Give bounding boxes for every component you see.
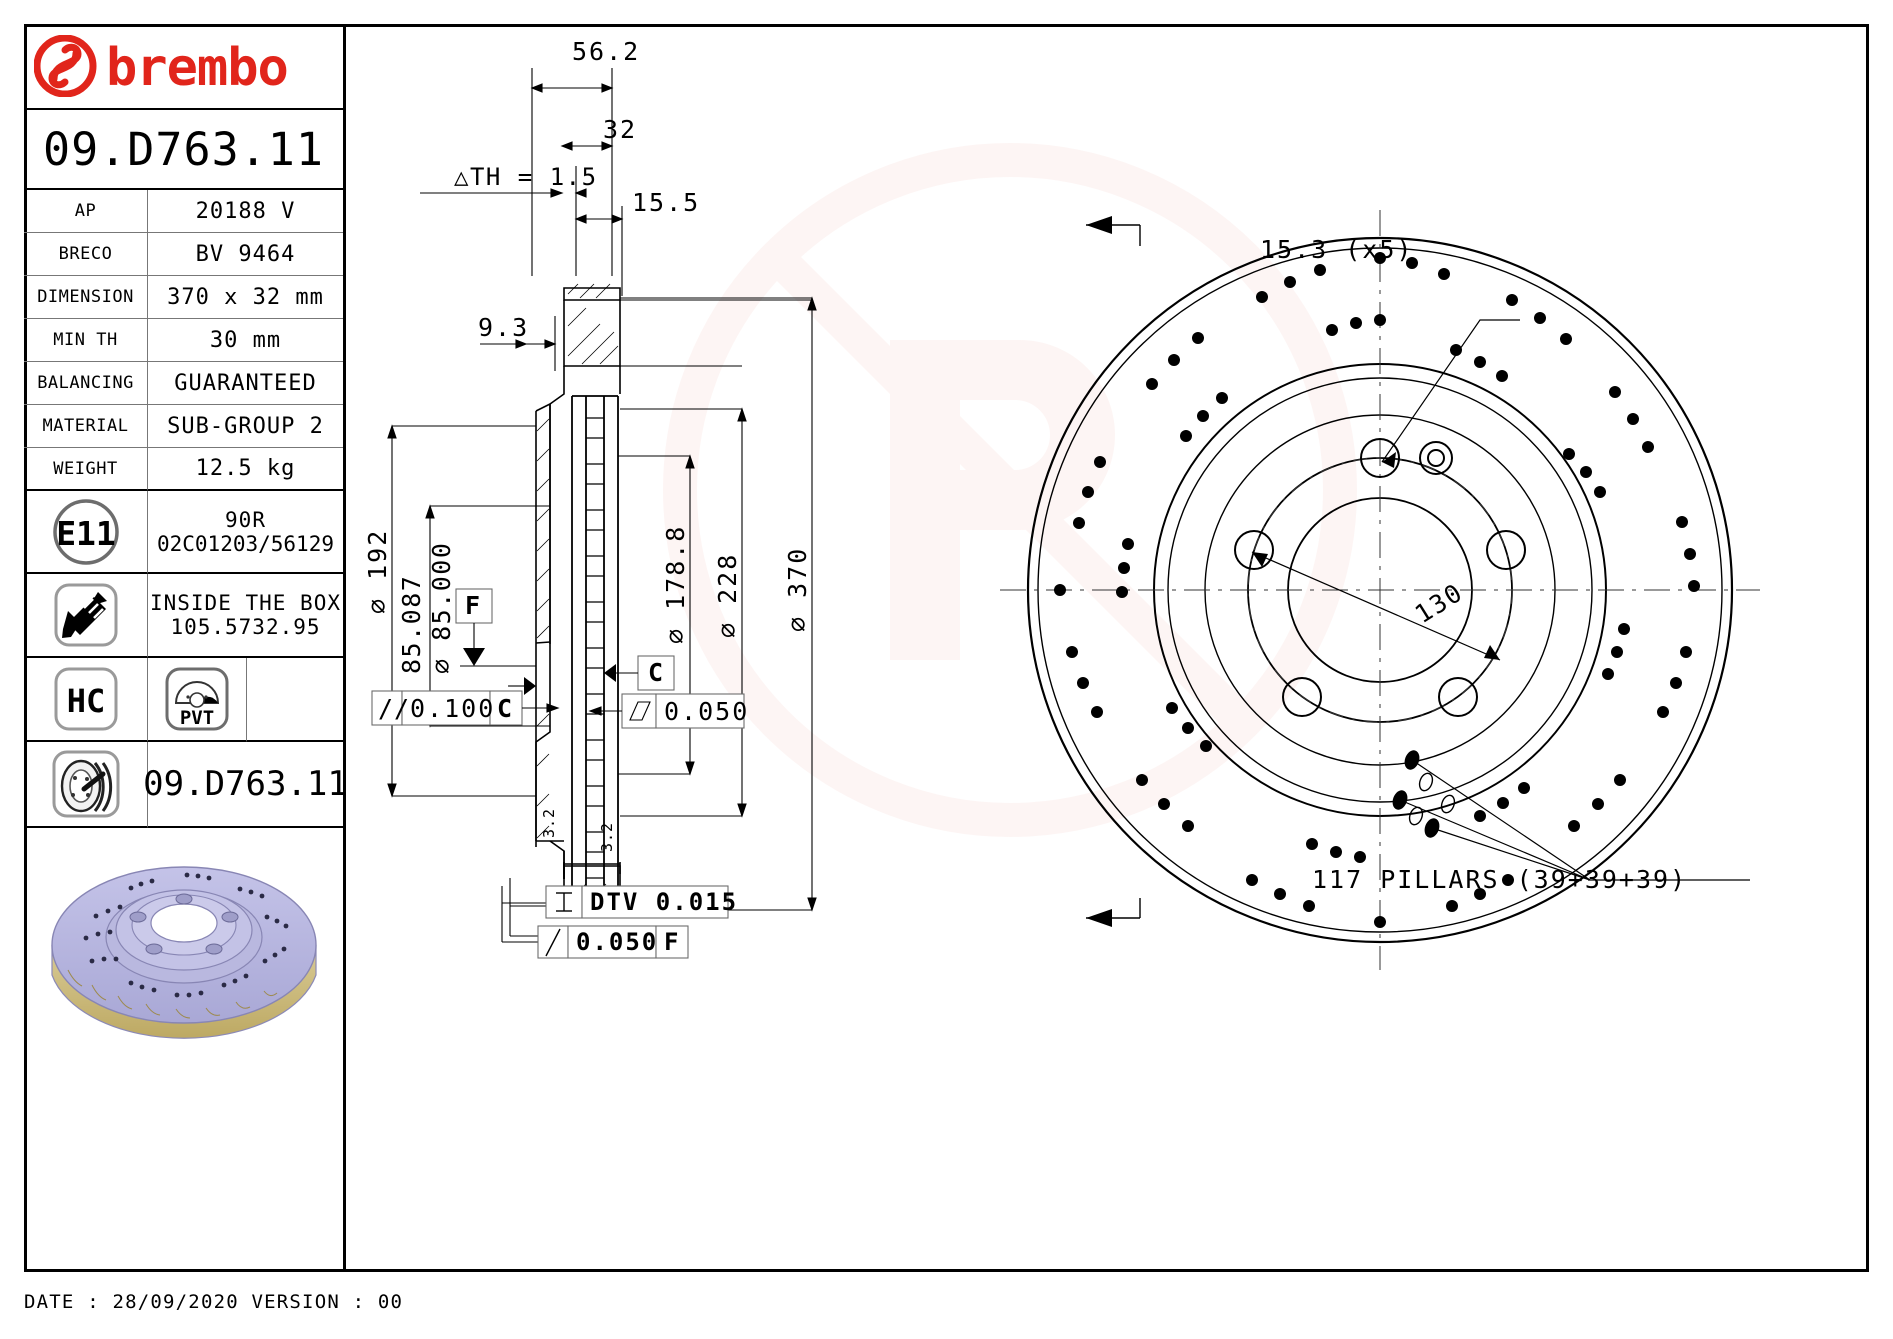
hole-callout: 15.3 (x5) bbox=[1260, 235, 1413, 264]
part-number-bottom: 09.D763.11 bbox=[143, 742, 348, 828]
product-render bbox=[24, 828, 343, 1078]
bolt-hole bbox=[1360, 438, 1400, 478]
badge-empty-cell bbox=[247, 658, 343, 742]
date-text: DATE : 28/09/2020 VERSION : 00 bbox=[24, 1291, 404, 1313]
screws-line1: INSIDE THE BOX bbox=[149, 591, 341, 615]
screws-info: INSIDE THE BOX 105.5732.95 bbox=[148, 574, 343, 658]
spec-label-ap: AP bbox=[24, 190, 148, 233]
dim-32: 32 bbox=[603, 115, 637, 144]
homologation-line1: 90R bbox=[225, 507, 266, 532]
dim-85-000: ⌀ 85.000 bbox=[427, 542, 456, 674]
fcf-dtv-tol: DTV 0.015 bbox=[590, 888, 738, 916]
chamfer-right: 3.2 bbox=[598, 822, 616, 852]
face-view: 15.3 (x5) 130 117 PILLARS (39+39+39) bbox=[1000, 210, 1760, 970]
bolt-hole bbox=[1234, 530, 1274, 570]
brembo-logo-mark: brembo bbox=[33, 35, 288, 97]
svg-text:E11: E11 bbox=[56, 514, 116, 553]
hc-badge: HC bbox=[24, 658, 148, 742]
chamfer-left: 3.2 bbox=[540, 808, 558, 838]
dim-178-8: ⌀ 178.8 bbox=[661, 525, 690, 644]
spec-value-ap: 20188 V bbox=[148, 190, 343, 233]
fcf-runout-tol: 0.050 bbox=[576, 928, 658, 956]
spec-label-dimension: DIMENSION bbox=[24, 276, 148, 319]
fcf-parallel-symbol: // bbox=[378, 694, 410, 723]
datum-c-label: C bbox=[648, 658, 663, 687]
dim-9-3: 9.3 bbox=[478, 313, 529, 342]
pvt-badge-icon: PVT bbox=[165, 667, 229, 731]
dim-56-2: 56.2 bbox=[572, 37, 640, 66]
spec-value-dimension: 370 x 32 mm bbox=[148, 276, 343, 319]
e11-circle-icon: E11 bbox=[52, 498, 119, 565]
svg-text:PVT: PVT bbox=[180, 707, 214, 729]
bolt-hole bbox=[1282, 677, 1322, 717]
fcf-parallel-tol: 0.100 bbox=[410, 694, 495, 723]
homologation-line2: 02C01203/56129 bbox=[156, 531, 334, 556]
dim-370: ⌀ 370 bbox=[783, 547, 812, 632]
sheet-border bbox=[24, 24, 1869, 1272]
bolt-hole bbox=[1486, 530, 1526, 570]
brake-disc-icon-glyph bbox=[52, 750, 119, 818]
pcd-label: 130 bbox=[1410, 577, 1469, 629]
dim-192: ⌀ 192 bbox=[363, 529, 392, 614]
info-panel: brembo 09.D763.11 AP 20188 V BRECO BV 94… bbox=[24, 24, 348, 1272]
screws-line2: 105.5732.95 bbox=[170, 615, 321, 639]
dim-228: ⌀ 228 bbox=[713, 553, 742, 638]
svg-text:HC: HC bbox=[66, 682, 105, 720]
fcf-runout-datum: F bbox=[664, 928, 678, 956]
spec-value-balancing: GUARANTEED bbox=[148, 362, 343, 405]
svg-text:brembo: brembo bbox=[106, 38, 288, 97]
pvt-badge: PVT bbox=[148, 658, 247, 742]
section-view: 56.2 32 △TH = 1.5 15.5 9.3 ⌀ 192 85.087 … bbox=[363, 37, 817, 959]
screw-icon-glyph bbox=[54, 583, 117, 647]
spec-value-material: SUB-GROUP 2 bbox=[148, 405, 343, 448]
e-mark-icon: E11 bbox=[24, 491, 148, 574]
fcf-flatness-tol: 0.050 bbox=[664, 697, 749, 726]
part-number-main: 09.D763.11 bbox=[24, 110, 343, 190]
pillars-label: 117 PILLARS (39+39+39) bbox=[1312, 865, 1687, 894]
spec-value-weight: 12.5 kg bbox=[148, 448, 343, 491]
datum-f-label: F bbox=[465, 591, 480, 620]
spec-label-material: MATERIAL bbox=[24, 405, 148, 448]
spec-value-min-th: 30 mm bbox=[148, 319, 343, 362]
spec-value-breco: BV 9464 bbox=[148, 233, 343, 276]
dim-15-5: 15.5 bbox=[632, 188, 700, 217]
hc-badge-icon: HC bbox=[54, 667, 117, 731]
brembo-logo: brembo bbox=[24, 24, 343, 110]
drilled-holes bbox=[1054, 252, 1700, 928]
spec-label-weight: WEIGHT bbox=[24, 448, 148, 491]
spec-label-balancing: BALANCING bbox=[24, 362, 148, 405]
spec-label-breco: BRECO bbox=[24, 233, 148, 276]
disc-outer-circle bbox=[1026, 236, 1734, 944]
dim-85-087: 85.087 bbox=[397, 575, 426, 674]
screw-icon bbox=[24, 574, 148, 658]
homologation-value: 90R 02C01203/56129 bbox=[148, 491, 343, 574]
brake-disc-render bbox=[50, 866, 317, 1039]
bolt-hole bbox=[1438, 677, 1478, 717]
fcf-parallel-datum: C bbox=[497, 694, 512, 723]
spec-label-min-th: MIN TH bbox=[24, 319, 148, 362]
date-strip: DATE : 28/09/2020 VERSION : 00 bbox=[24, 1282, 624, 1322]
brake-disc-icon bbox=[24, 742, 148, 828]
dim-delta-th: △TH = 1.5 bbox=[454, 163, 598, 191]
